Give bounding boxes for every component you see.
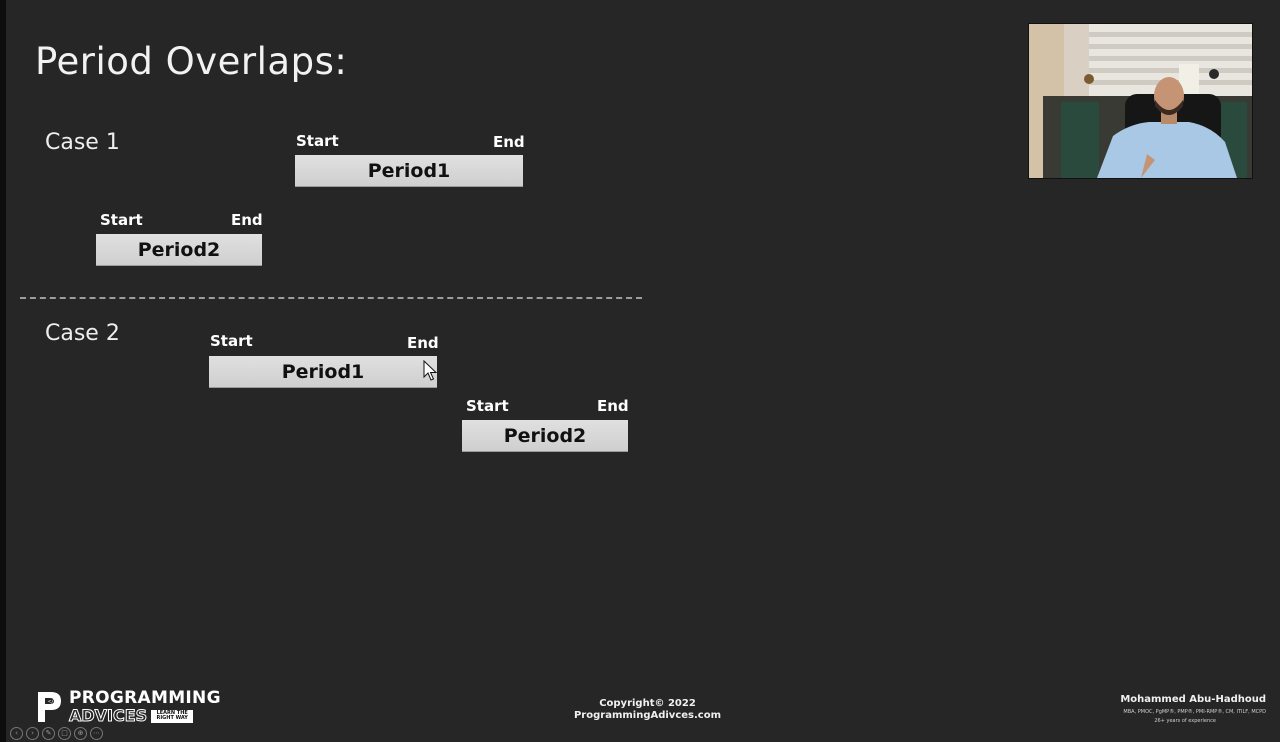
author-credentials: MBA, PMOC, PgMP®, PMP®, PMI-RMP®, CM, IT… bbox=[1123, 709, 1266, 715]
case-2-period1-start-label: Start bbox=[210, 332, 253, 350]
case-2-period2-end-label: End bbox=[597, 397, 629, 415]
case-1-period1-end-label: End bbox=[493, 133, 525, 151]
case-divider bbox=[20, 297, 642, 299]
more-icon[interactable]: ⋯ bbox=[90, 727, 103, 740]
pen-icon[interactable]: ✎ bbox=[42, 727, 55, 740]
case-1-period2-bar: Period2 bbox=[96, 234, 262, 266]
case-2-period2-bar: Period2 bbox=[462, 420, 628, 452]
author-info: Mohammed Abu-Hadhoud MBA, PMOC, PgMP®, P… bbox=[1120, 694, 1266, 724]
copyright-line1: Copyright© 2022 bbox=[599, 698, 696, 709]
left-edge bbox=[0, 0, 6, 742]
case-1-period2-start-label: Start bbox=[100, 211, 143, 229]
next-icon[interactable]: › bbox=[26, 727, 39, 740]
author-name: Mohammed Abu-Hadhoud bbox=[1120, 694, 1266, 705]
case-2-period2-start-label: Start bbox=[466, 397, 509, 415]
case-1-period1-bar: Period1 bbox=[295, 155, 523, 187]
author-experience: 26+ years of experience bbox=[1154, 718, 1216, 724]
case-1-period2-end-label: End bbox=[231, 211, 263, 229]
slides-icon[interactable]: □ bbox=[58, 727, 71, 740]
copyright-notice: Copyright© 2022 ProgrammingAdivces.com bbox=[560, 698, 735, 722]
mouse-pointer-icon bbox=[423, 360, 437, 381]
logo-tagline: LEARN THE RIGHT WAY bbox=[151, 709, 194, 723]
programming-advices-logo: </> PROGRAMMING ADVICES LEARN THE RIGHT … bbox=[35, 690, 221, 724]
zoom-icon[interactable]: ⊕ bbox=[74, 727, 87, 740]
case-1-label: Case 1 bbox=[45, 130, 120, 155]
svg-text:</>: </> bbox=[48, 699, 57, 705]
case-2-period1-bar: Period1 bbox=[209, 356, 437, 388]
slide-title: Period Overlaps: bbox=[35, 40, 348, 83]
prev-icon[interactable]: ‹ bbox=[10, 727, 23, 740]
logo-line1: PROGRAMMING bbox=[69, 688, 221, 708]
slide-player-controls: ‹ › ✎ □ ⊕ ⋯ bbox=[10, 727, 103, 740]
presenter-webcam-video bbox=[1028, 23, 1253, 179]
case-2-period1-end-label: End bbox=[407, 334, 439, 352]
case-2-label: Case 2 bbox=[45, 321, 120, 346]
copyright-line2: ProgrammingAdivces.com bbox=[573, 710, 722, 721]
programming-advices-logo-icon: </> bbox=[38, 692, 61, 722]
case-1-period1-start-label: Start bbox=[296, 132, 339, 150]
logo-line2: ADVICES bbox=[68, 706, 148, 725]
